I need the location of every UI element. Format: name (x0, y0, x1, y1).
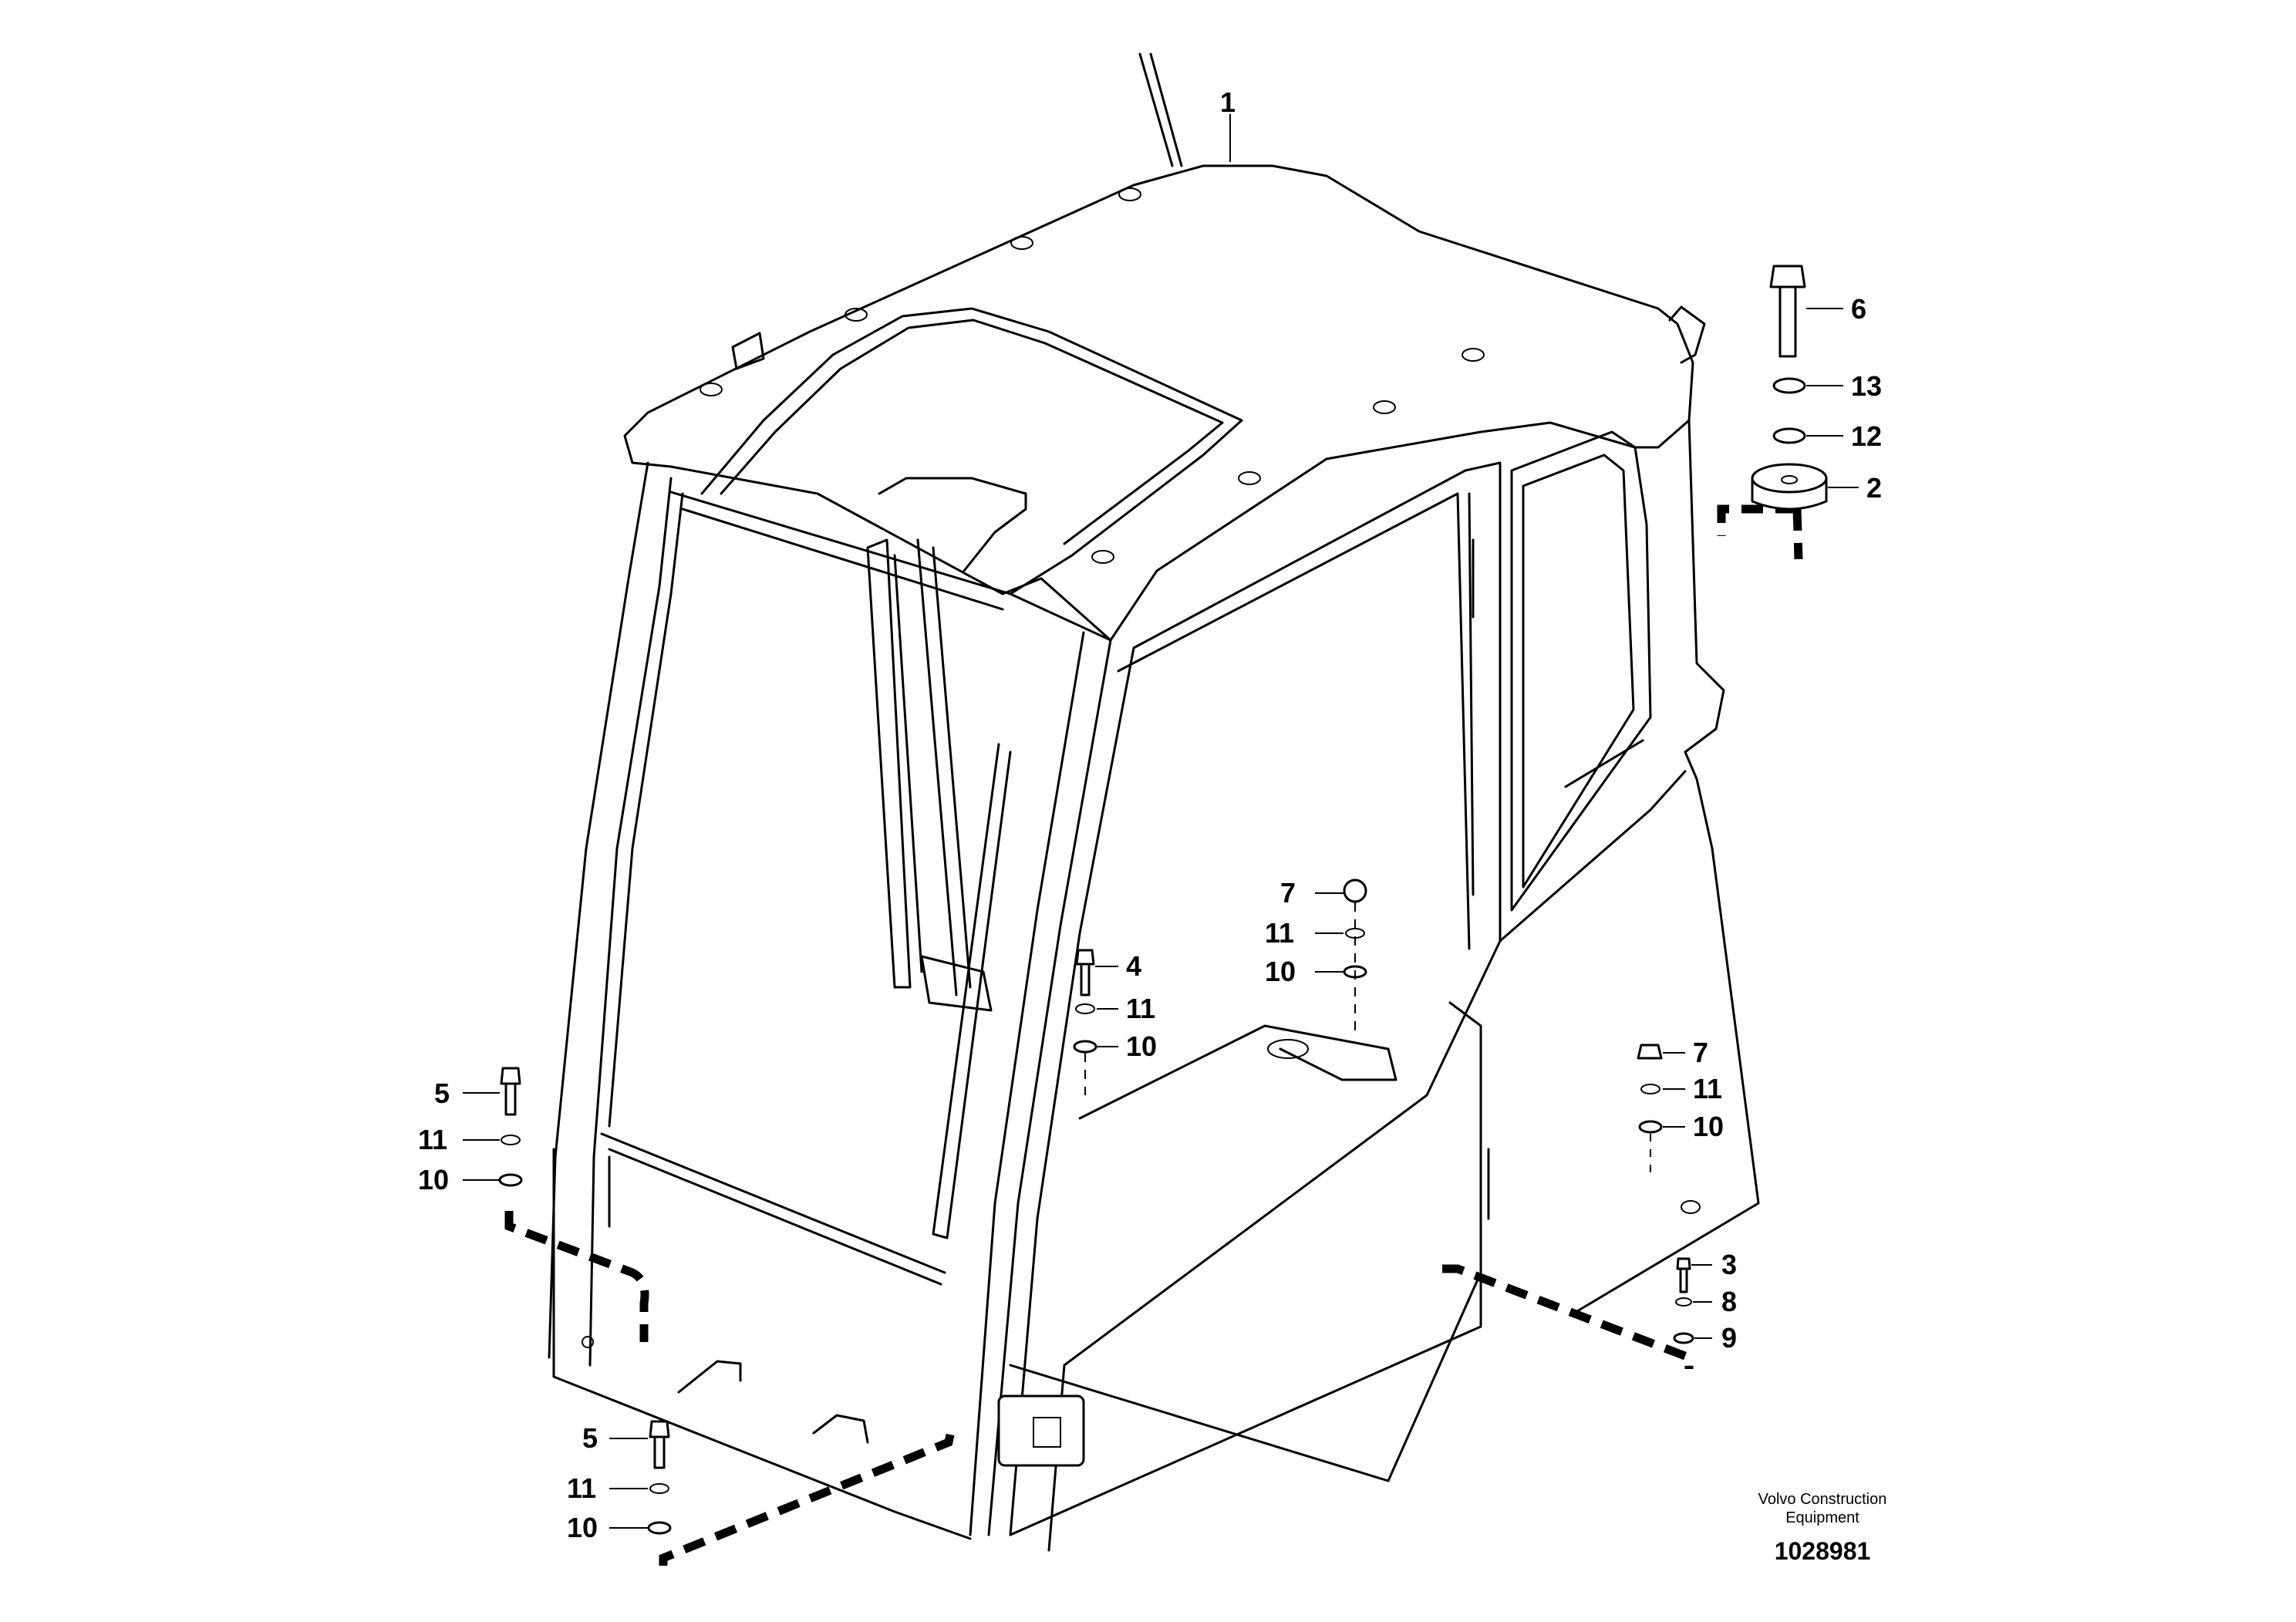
callout-1: 1 (1220, 86, 1236, 118)
callout-10-left: 10 (418, 1164, 449, 1195)
callout-7-center: 7 (1280, 877, 1296, 909)
washer-13 (1772, 377, 1806, 394)
callout-8: 8 (1721, 1286, 1737, 1317)
callout-13: 13 (1851, 370, 1882, 402)
mounting-dash-lines (504, 504, 1803, 1566)
cab-roof (623, 164, 1694, 642)
callout-labels: 1 6 13 12 2 7 11 10 4 11 10 5 11 10 5 11… (418, 86, 1882, 1543)
brand-line-2: Equipment (1785, 1509, 1859, 1526)
callout-7-right: 7 (1693, 1037, 1708, 1068)
mounting-hardware (498, 265, 1828, 1535)
callout-11-left: 11 (418, 1124, 447, 1155)
callout-11-bottom: 11 (567, 1472, 596, 1504)
cab-illustration (548, 52, 1760, 1552)
bolt-6 (1769, 265, 1806, 358)
callout-10-bottom: 10 (567, 1512, 598, 1543)
leader-lines (463, 114, 1859, 1529)
callout-11-right: 11 (1693, 1073, 1722, 1104)
callout-10-mid: 10 (1126, 1030, 1157, 1062)
callout-10-right: 10 (1693, 1111, 1724, 1142)
callout-2: 2 (1866, 472, 1882, 504)
callout-12: 12 (1851, 420, 1882, 452)
callout-5-bottom: 5 (582, 1422, 598, 1454)
callout-9: 9 (1721, 1322, 1737, 1354)
callout-6: 6 (1851, 293, 1866, 325)
washer-12 (1772, 427, 1806, 444)
rubber-mount-2 (1751, 463, 1828, 511)
callout-5-left: 5 (434, 1077, 450, 1109)
callout-10-center: 10 (1265, 956, 1296, 987)
document-number: 1028981 (1775, 1537, 1871, 1565)
callout-11-center: 11 (1265, 917, 1294, 949)
callout-11-mid: 11 (1126, 993, 1155, 1024)
footer: Volvo Construction Equipment 1028981 (1758, 1491, 1887, 1565)
callout-4: 4 (1126, 950, 1141, 982)
callout-3: 3 (1721, 1249, 1737, 1280)
brand-line-1: Volvo Construction (1758, 1491, 1887, 1508)
